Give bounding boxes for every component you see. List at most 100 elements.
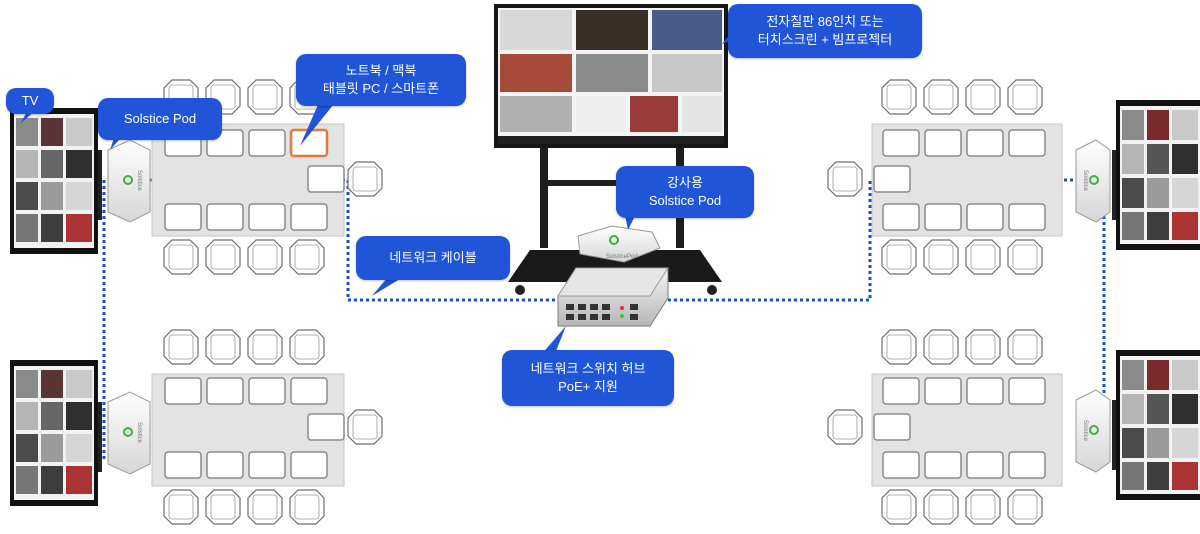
tv-callout-text: TV: [21, 93, 39, 108]
chair: [247, 329, 283, 365]
tv-callout: TV: [6, 88, 54, 114]
laptop: [924, 203, 962, 231]
chair-seat: [886, 244, 912, 270]
chair-seat: [252, 84, 278, 110]
chair: [163, 489, 199, 525]
chair-seat: [294, 334, 320, 360]
tv-top-right: [1112, 100, 1200, 250]
laptop: [873, 413, 911, 441]
laptop: [966, 377, 1004, 405]
chair-seat: [928, 334, 954, 360]
chair: [965, 79, 1001, 115]
chair: [965, 239, 1001, 275]
laptop: [882, 451, 920, 479]
furniture-group: [163, 79, 1046, 525]
tv-bottom-right: [1112, 350, 1200, 500]
chair-seat: [252, 494, 278, 520]
chair-seat: [970, 334, 996, 360]
laptop: [248, 203, 286, 231]
chair: [289, 489, 325, 525]
interactive-whiteboard: [494, 4, 728, 295]
laptop: [248, 129, 286, 157]
chair: [827, 161, 863, 197]
network-cable-callout: 네트워크 케이블: [356, 236, 510, 280]
instructor-pod-brand: SolsticePod: [606, 254, 638, 260]
chair: [1007, 79, 1043, 115]
chair-seat: [168, 494, 194, 520]
chair: [205, 239, 241, 275]
chair-seat: [210, 334, 236, 360]
pod-brand-label: Solstice: [1082, 420, 1088, 442]
chair: [1007, 329, 1043, 365]
chair-seat: [886, 84, 912, 110]
chair: [247, 79, 283, 115]
solstice-pod-callout-text: Solstice Pod: [123, 111, 197, 126]
laptop: [206, 451, 244, 479]
chair-seat: [294, 244, 320, 270]
chair: [205, 489, 241, 525]
chair: [163, 329, 199, 365]
chair: [923, 489, 959, 525]
chair: [881, 239, 917, 275]
switch-hub-callout: 네트워크 스위치 허브 PoE+ 지원: [502, 350, 674, 406]
laptop: [882, 377, 920, 405]
laptop: [924, 377, 962, 405]
solstice-pod-bottom-right: Solstice: [1075, 389, 1111, 473]
chair: [347, 161, 383, 197]
chair: [965, 489, 1001, 525]
solstice-pod-top-left: Solstice: [107, 139, 151, 223]
laptop: [206, 377, 244, 405]
laptop: [206, 203, 244, 231]
laptop: [873, 165, 911, 193]
switch-hub-callout-line2: PoE+ 지원: [558, 379, 618, 394]
chair-seat: [1012, 494, 1038, 520]
whiteboard-callout: 전자칠판 86인치 또는 터치스크린 + 빔프로젝터: [728, 4, 922, 58]
laptop: [164, 377, 202, 405]
chair: [881, 329, 917, 365]
chair-seat: [832, 414, 858, 440]
chair-seat: [294, 494, 320, 520]
laptop-callout: 노트북 / 맥북 태블릿 PC / 스마트폰: [296, 54, 466, 106]
laptop: [882, 203, 920, 231]
chair: [881, 79, 917, 115]
chair-seat: [352, 414, 378, 440]
chair: [1007, 489, 1043, 525]
laptop: [290, 203, 328, 231]
solstice-pod-bottom-left: Solstice: [107, 391, 151, 475]
chair-seat: [252, 244, 278, 270]
laptop: [248, 451, 286, 479]
laptop: [307, 413, 345, 441]
chair: [923, 329, 959, 365]
chair: [1007, 239, 1043, 275]
chair: [247, 489, 283, 525]
laptop: [248, 377, 286, 405]
chair: [289, 329, 325, 365]
instructor-pod-callout-line2: Solstice Pod: [648, 193, 722, 208]
whiteboard-callout-line1: 전자칠판 86인치 또는: [766, 14, 884, 29]
laptop: [1008, 203, 1046, 231]
laptop: [966, 203, 1004, 231]
chair-seat: [832, 166, 858, 192]
laptop: [290, 451, 328, 479]
instructor-pod-callout-line1: 강사용: [667, 175, 703, 190]
laptop: [164, 451, 202, 479]
chair-seat: [886, 494, 912, 520]
pod-brand-label: Solstice: [136, 422, 142, 444]
chair-seat: [1012, 334, 1038, 360]
tv-bottom-left: [10, 360, 102, 506]
chair-seat: [970, 244, 996, 270]
laptop-callout-line2: 태블릿 PC / 스마트폰: [322, 81, 440, 96]
laptop: [882, 129, 920, 157]
instructor-solstice-pod: SolsticePod: [577, 225, 661, 263]
tv-top-left: [10, 108, 102, 254]
solstice-pod-callout: Solstice Pod: [98, 98, 222, 140]
network-cable-callout-text: 네트워크 케이블: [389, 250, 477, 265]
laptop: [966, 129, 1004, 157]
chair-seat: [252, 334, 278, 360]
laptop: [1008, 451, 1046, 479]
chair: [923, 239, 959, 275]
laptop: [1008, 377, 1046, 405]
instructor-pod-callout: 강사용 Solstice Pod: [616, 166, 754, 218]
chair-seat: [168, 244, 194, 270]
